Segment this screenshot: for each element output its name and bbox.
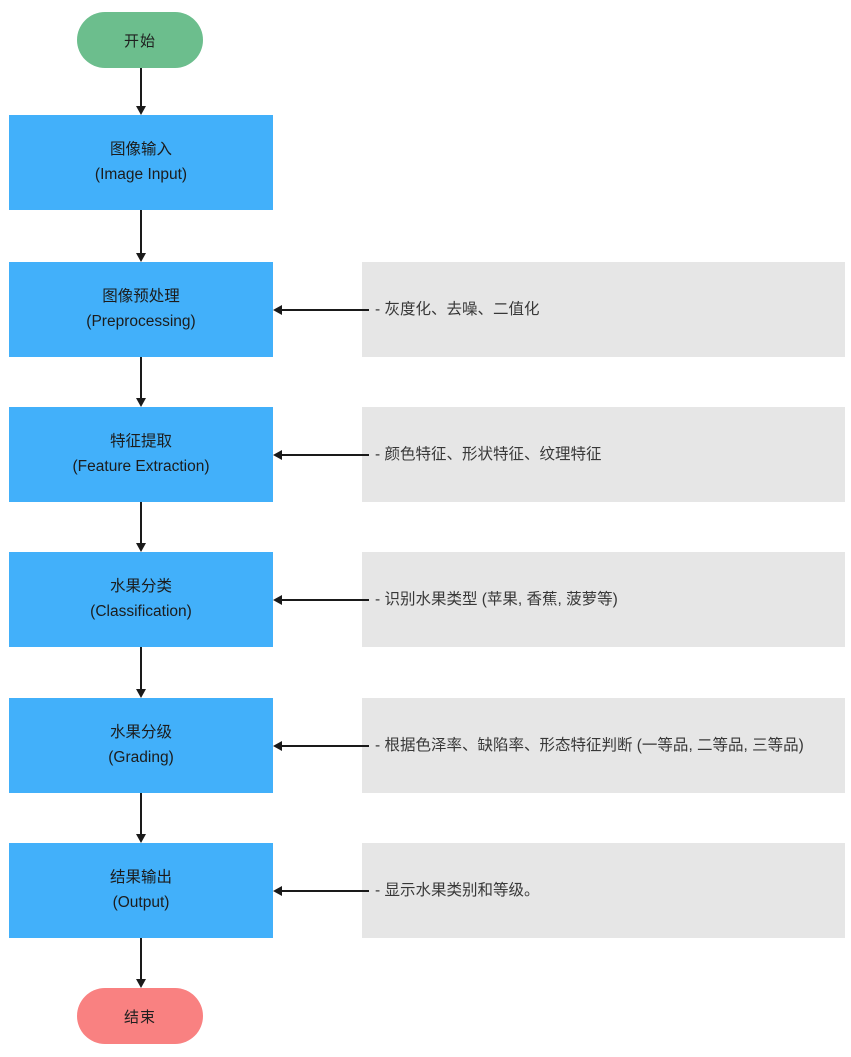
note-classification: - 识别水果类型 (苹果, 香蕉, 菠萝等) <box>362 552 845 647</box>
note-preprocessing-text: - 灰度化、去噪、二值化 <box>375 300 540 318</box>
note-grading-text: - 根据色泽率、缺陷率、形态特征判断 (一等品, 二等品, 三等品) <box>375 736 804 754</box>
node-image-input-title: 图像输入 <box>109 140 172 158</box>
node-image-input-subtitle: (Image Input) <box>94 165 188 183</box>
connector-image-input-to-preprocessing <box>135 210 147 262</box>
connector-line <box>282 745 369 747</box>
node-grading-title: 水果分级 <box>109 723 172 741</box>
arrow-left-icon <box>273 595 282 605</box>
note-grading: - 根据色泽率、缺陷率、形态特征判断 (一等品, 二等品, 三等品) <box>362 698 845 793</box>
connector-line <box>282 454 369 456</box>
node-preprocessing-subtitle: (Preprocessing) <box>86 312 196 330</box>
node-classification-subtitle: (Classification) <box>90 602 192 620</box>
connector-line <box>140 793 142 834</box>
node-grading: 水果分级 (Grading) <box>9 698 273 793</box>
connector-preprocessing-to-feature-extraction <box>135 357 147 407</box>
note-output: - 显示水果类别和等级。 <box>362 843 845 938</box>
connector-note-to-classification <box>273 594 369 606</box>
arrow-left-icon <box>273 741 282 751</box>
node-feature-extraction-title: 特征提取 <box>109 432 172 450</box>
connector-line <box>140 938 142 979</box>
connector-note-to-output <box>273 885 369 897</box>
note-classification-text: - 识别水果类型 (苹果, 香蕉, 菠萝等) <box>375 590 618 608</box>
node-preprocessing-title: 图像预处理 <box>102 287 180 305</box>
arrow-down-icon <box>136 979 146 988</box>
node-classification-title: 水果分类 <box>109 577 172 595</box>
note-preprocessing: - 灰度化、去噪、二值化 <box>362 262 845 357</box>
arrow-down-icon <box>136 253 146 262</box>
arrow-left-icon <box>273 450 282 460</box>
note-output-text: - 显示水果类别和等级。 <box>375 881 540 899</box>
node-classification: 水果分类 (Classification) <box>9 552 273 647</box>
connector-line <box>140 357 142 398</box>
node-feature-extraction-subtitle: (Feature Extraction) <box>72 457 210 475</box>
arrow-left-icon <box>273 886 282 896</box>
start-node: 开始 <box>77 12 203 68</box>
arrow-down-icon <box>136 834 146 843</box>
connector-line <box>140 210 142 253</box>
connector-note-to-feature-extraction <box>273 449 369 461</box>
node-image-input: 图像输入 (Image Input) <box>9 115 273 210</box>
connector-grading-to-output <box>135 793 147 843</box>
connector-output-to-end <box>135 938 147 988</box>
connector-start-to-image-input <box>135 68 147 115</box>
arrow-down-icon <box>136 106 146 115</box>
connector-line <box>140 502 142 543</box>
note-feature-extraction-text: - 颜色特征、形状特征、纹理特征 <box>375 445 602 463</box>
arrow-down-icon <box>136 398 146 407</box>
connector-note-to-grading <box>273 740 369 752</box>
arrow-down-icon <box>136 543 146 552</box>
start-node-label: 开始 <box>123 32 156 50</box>
end-node-label: 结束 <box>123 1008 156 1026</box>
arrow-down-icon <box>136 689 146 698</box>
connector-line <box>140 68 142 106</box>
connector-line <box>282 309 369 311</box>
node-output-title: 结果输出 <box>109 868 172 886</box>
note-feature-extraction: - 颜色特征、形状特征、纹理特征 <box>362 407 845 502</box>
node-feature-extraction: 特征提取 (Feature Extraction) <box>9 407 273 502</box>
connector-line <box>282 599 369 601</box>
connector-line <box>282 890 369 892</box>
arrow-left-icon <box>273 305 282 315</box>
node-output-subtitle: (Output) <box>112 893 170 911</box>
node-grading-subtitle: (Grading) <box>108 748 174 766</box>
connector-note-to-preprocessing <box>273 304 369 316</box>
connector-classification-to-grading <box>135 647 147 698</box>
node-preprocessing: 图像预处理 (Preprocessing) <box>9 262 273 357</box>
end-node: 结束 <box>77 988 203 1044</box>
node-output: 结果输出 (Output) <box>9 843 273 938</box>
connector-line <box>140 647 142 689</box>
connector-feature-extraction-to-classification <box>135 502 147 552</box>
